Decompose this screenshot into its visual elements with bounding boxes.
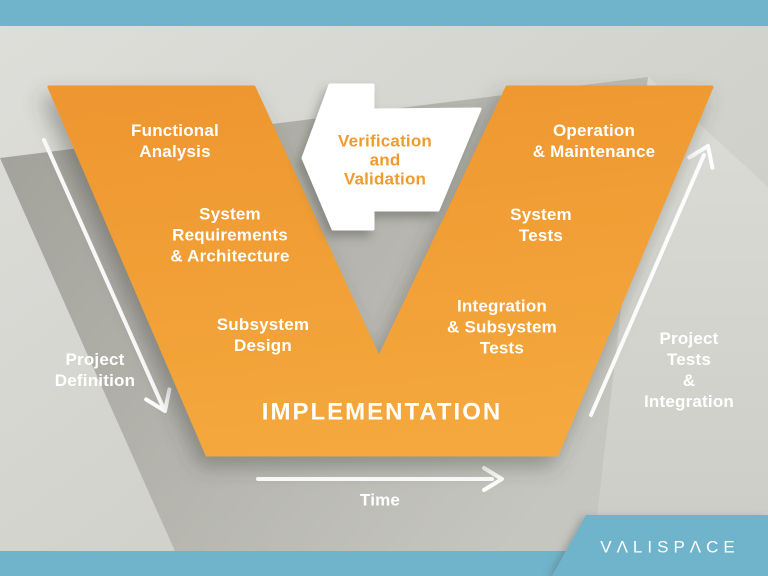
step-functional-analysis: Functional Analysis [131,121,219,161]
project-tests-integration-label: Project Tests & Integration [643,329,735,411]
step-system-tests: System Tests [510,205,572,245]
time-arrow [256,466,504,492]
step-system-requirements-architecture: System Requirements & Architecture [170,204,290,266]
project-definition-arrow [42,138,172,413]
step-subsystem-design: Subsystem Design [216,315,310,355]
verification-validation-label: Verification and Validation [337,131,433,189]
step-integration-subsystem-tests: Integration & Subsystem Tests [447,296,557,358]
verification-validation-arrow [301,83,482,231]
project-tests-arrow [589,144,715,417]
step-operation-maintenance: Operation & Maintenance [532,121,656,161]
v-shape [47,85,714,457]
time-label: Time [359,490,401,510]
logo-plate [552,515,768,576]
top-accent-bar [0,0,768,26]
implementation-label: IMPLEMENTATION [261,398,503,426]
valispace-logo: VΛLISPΛCE [600,537,740,557]
project-definition-label: Project Definition [54,350,136,390]
